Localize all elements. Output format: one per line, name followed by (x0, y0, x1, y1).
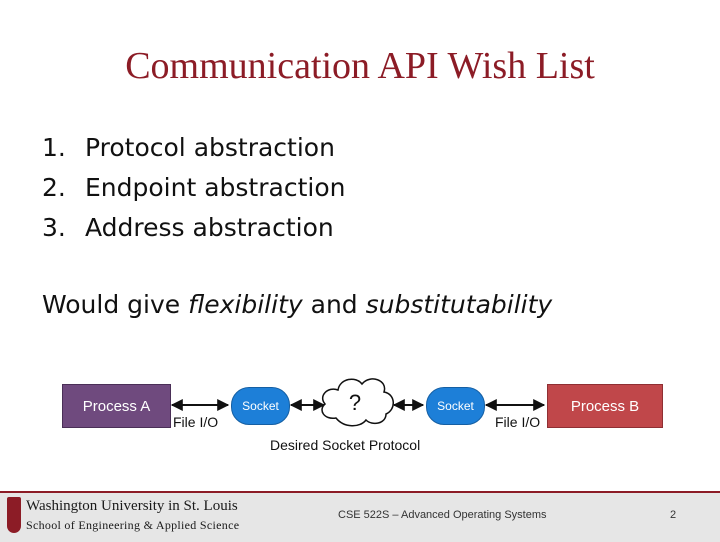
socket-left: Socket (231, 387, 290, 425)
list-text: Address abstraction (85, 213, 334, 242)
socket-right: Socket (426, 387, 485, 425)
list-item: 3. Address abstraction (42, 208, 345, 248)
process-a-box: Process A (62, 384, 171, 428)
list-number: 2. (42, 173, 66, 202)
list-text: Protocol abstraction (85, 133, 335, 162)
list-number: 1. (42, 133, 66, 162)
list-number: 3. (42, 213, 66, 242)
statement-substitutability: substitutability (365, 290, 553, 319)
university-logo-name: Washington University in St. Louis (26, 498, 238, 514)
benefit-statement: Would give flexibility and substitutabil… (42, 290, 552, 319)
file-io-label-left: File I/O (173, 414, 219, 430)
page-number: 2 (670, 509, 677, 521)
wish-list: 1. Protocol abstraction 2. Endpoint abstra… (42, 128, 345, 248)
cloud-question: ? (349, 390, 361, 415)
statement-prefix: Would give (42, 290, 189, 319)
protocol-label: Desired Socket Protocol (270, 437, 421, 453)
cloud-icon (321, 378, 394, 427)
statement-mid: and (302, 290, 366, 319)
list-item: 2. Endpoint abstraction (42, 168, 345, 208)
course-name: CSE 522S – Advanced Operating Systems (338, 509, 547, 521)
school-name: School of Engineering & Applied Science (26, 518, 240, 532)
list-text: Endpoint abstraction (85, 173, 346, 202)
file-io-label-right: File I/O (495, 414, 541, 430)
footer-bar (0, 491, 720, 542)
university-shield-icon (7, 497, 21, 533)
list-item: 1. Protocol abstraction (42, 128, 345, 168)
slide-title: Communication API Wish List (125, 45, 595, 87)
process-b-box: Process B (547, 384, 663, 428)
statement-flexibility: flexibility (188, 290, 303, 319)
